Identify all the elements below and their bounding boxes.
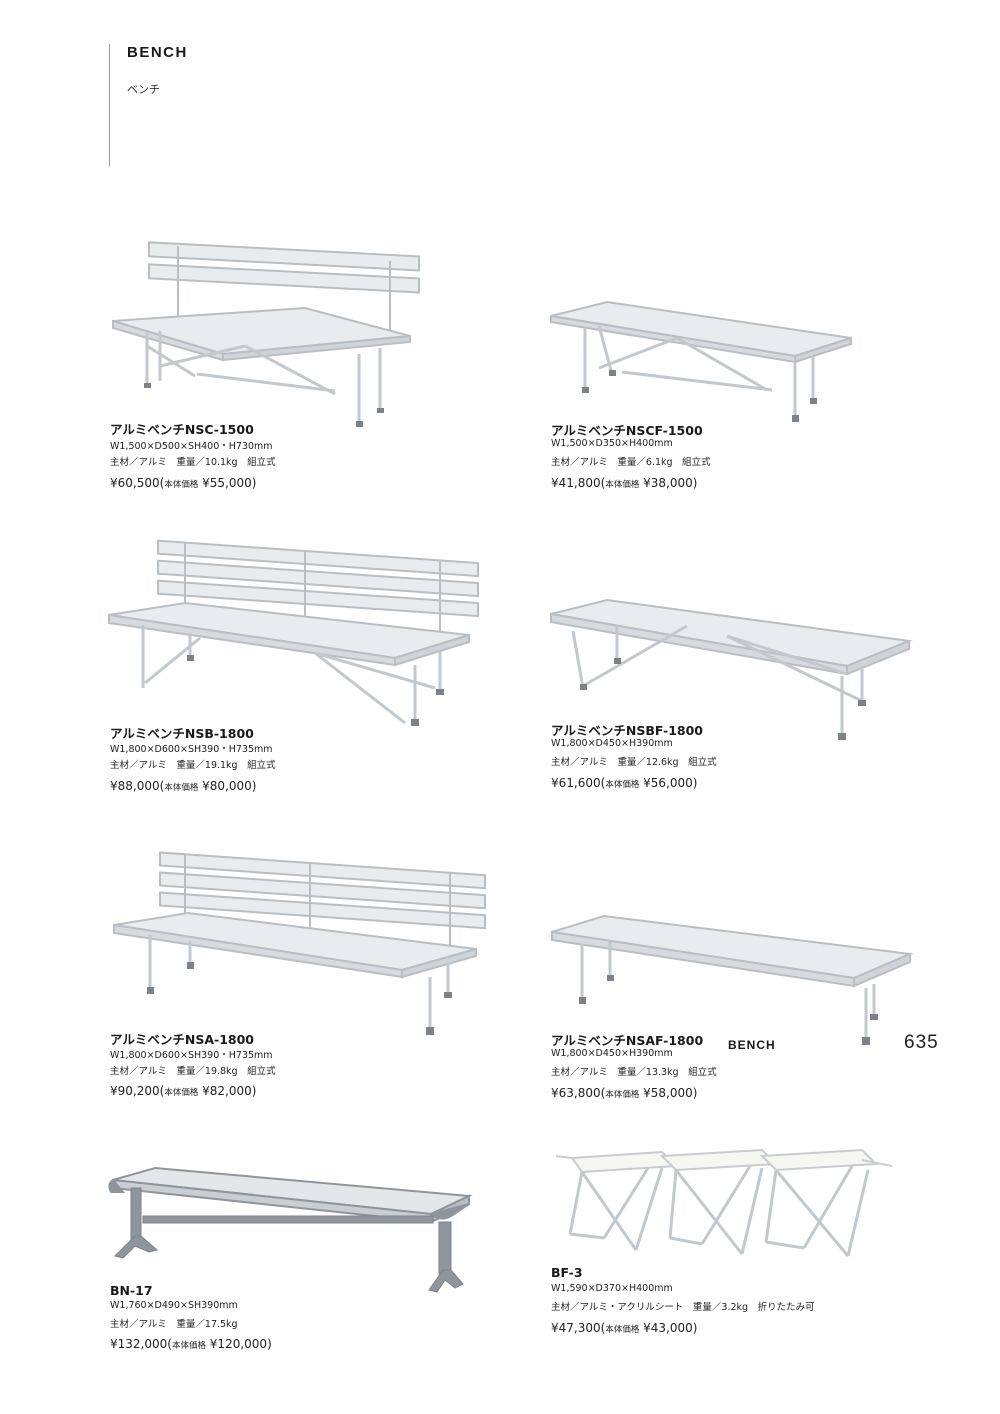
price-tax-included: ¥41,800 bbox=[551, 476, 601, 490]
product-spec: 主材／アルミ 重量／19.1kg 組立式 bbox=[110, 760, 276, 771]
price-base: ¥55,000 bbox=[202, 476, 252, 490]
product-price: ¥90,200(本体価格 ¥82,000) bbox=[110, 1084, 257, 1098]
product-dimensions: W1,760×D490×SH390mm bbox=[110, 1300, 238, 1311]
product-dimensions: W1,500×D350×H400mm bbox=[551, 438, 673, 449]
price-label: 本体価格 bbox=[164, 480, 199, 490]
product-price: ¥60,500(本体価格 ¥55,000) bbox=[110, 476, 257, 490]
price-base: ¥38,000 bbox=[643, 476, 693, 490]
product-price: ¥61,600(本体価格 ¥56,000) bbox=[551, 776, 698, 790]
price-base: ¥43,000 bbox=[643, 1321, 693, 1335]
product-spec: 主材／アルミ 重量／17.5kg bbox=[110, 1319, 238, 1330]
product-price: ¥132,000(本体価格 ¥120,000) bbox=[110, 1337, 272, 1351]
product-dimensions: W1,800×D450×H390mm bbox=[551, 738, 673, 749]
price-base: ¥80,000 bbox=[202, 779, 252, 793]
price-tax-included: ¥47,300 bbox=[551, 1321, 601, 1335]
product-dimensions: W1,590×D370×H400mm bbox=[551, 1283, 673, 1294]
product-name: アルミベンチNSCF-1500 bbox=[551, 423, 703, 438]
product-name: アルミベンチNSC-1500 bbox=[110, 422, 254, 437]
price-label: 本体価格 bbox=[605, 1090, 640, 1100]
product-name: BF-3 bbox=[551, 1265, 583, 1280]
price-tax-included: ¥90,200 bbox=[110, 1084, 160, 1098]
product-dimensions: W1,800×D600×SH390・H735mm bbox=[110, 744, 273, 755]
price-label: 本体価格 bbox=[605, 480, 640, 490]
price-base: ¥56,000 bbox=[643, 776, 693, 790]
price-label: 本体価格 bbox=[164, 1088, 199, 1098]
product-name: アルミベンチNSB-1800 bbox=[110, 726, 254, 741]
product-price: ¥88,000(本体価格 ¥80,000) bbox=[110, 779, 257, 793]
price-tax-included: ¥63,800 bbox=[551, 1086, 601, 1100]
product-spec: 主材／アルミ 重量／6.1kg 組立式 bbox=[551, 457, 711, 468]
bench-backrest-icon bbox=[105, 236, 420, 431]
product-price: ¥63,800(本体価格 ¥58,000) bbox=[551, 1086, 698, 1100]
folding-stool-icon bbox=[552, 1146, 897, 1266]
product-dimensions: W1,500×D500×SH400・H730mm bbox=[110, 441, 273, 452]
price-tax-included: ¥88,000 bbox=[110, 779, 160, 793]
page-title: BENCH bbox=[127, 44, 188, 61]
price-label: 本体価格 bbox=[605, 1325, 640, 1335]
price-label: 本体価格 bbox=[164, 783, 199, 793]
product-price: ¥47,300(本体価格 ¥43,000) bbox=[551, 1321, 698, 1335]
product-spec: 主材／アルミ・アクリルシート 重量／3.2kg 折りたたみ可 bbox=[551, 1302, 815, 1313]
product-spec: 主材／アルミ 重量／12.6kg 組立式 bbox=[551, 757, 717, 768]
product-name: アルミベンチNSBF-1800 bbox=[551, 723, 703, 738]
price-label: 本体価格 bbox=[605, 780, 640, 790]
price-base: ¥58,000 bbox=[643, 1086, 693, 1100]
page-subtitle: ベンチ bbox=[127, 83, 160, 96]
product-name: アルミベンチNSAF-1800 bbox=[551, 1033, 704, 1048]
bench-backrest-icon bbox=[105, 533, 479, 733]
price-base: ¥120,000 bbox=[209, 1337, 268, 1351]
page-number: 635 bbox=[904, 1032, 939, 1053]
product-name: BN-17 bbox=[110, 1283, 153, 1298]
product-spec: 主材／アルミ 重量／19.8kg 組立式 bbox=[110, 1066, 276, 1077]
product-dimensions: W1,800×D450×H390mm bbox=[551, 1048, 673, 1059]
bench-backrest-icon bbox=[110, 845, 486, 1040]
bench-pedestal-icon bbox=[105, 1166, 475, 1296]
footer-section-label: BENCH bbox=[728, 1038, 776, 1052]
price-label: 本体価格 bbox=[171, 1341, 206, 1351]
header-divider bbox=[109, 44, 110, 166]
price-tax-included: ¥132,000 bbox=[110, 1337, 168, 1351]
price-tax-included: ¥61,600 bbox=[551, 776, 601, 790]
product-name: アルミベンチNSA-1800 bbox=[110, 1032, 254, 1047]
product-spec: 主材／アルミ 重量／13.3kg 組立式 bbox=[551, 1067, 717, 1078]
price-base: ¥82,000 bbox=[202, 1084, 252, 1098]
product-price: ¥41,800(本体価格 ¥38,000) bbox=[551, 476, 698, 490]
bench-flat-icon bbox=[548, 910, 914, 1050]
price-tax-included: ¥60,500 bbox=[110, 476, 160, 490]
product-dimensions: W1,800×D600×SH390・H735mm bbox=[110, 1050, 273, 1061]
bench-flat-icon bbox=[547, 298, 857, 428]
product-spec: 主材／アルミ 重量／10.1kg 組立式 bbox=[110, 457, 276, 468]
bench-flat-icon bbox=[547, 596, 913, 741]
